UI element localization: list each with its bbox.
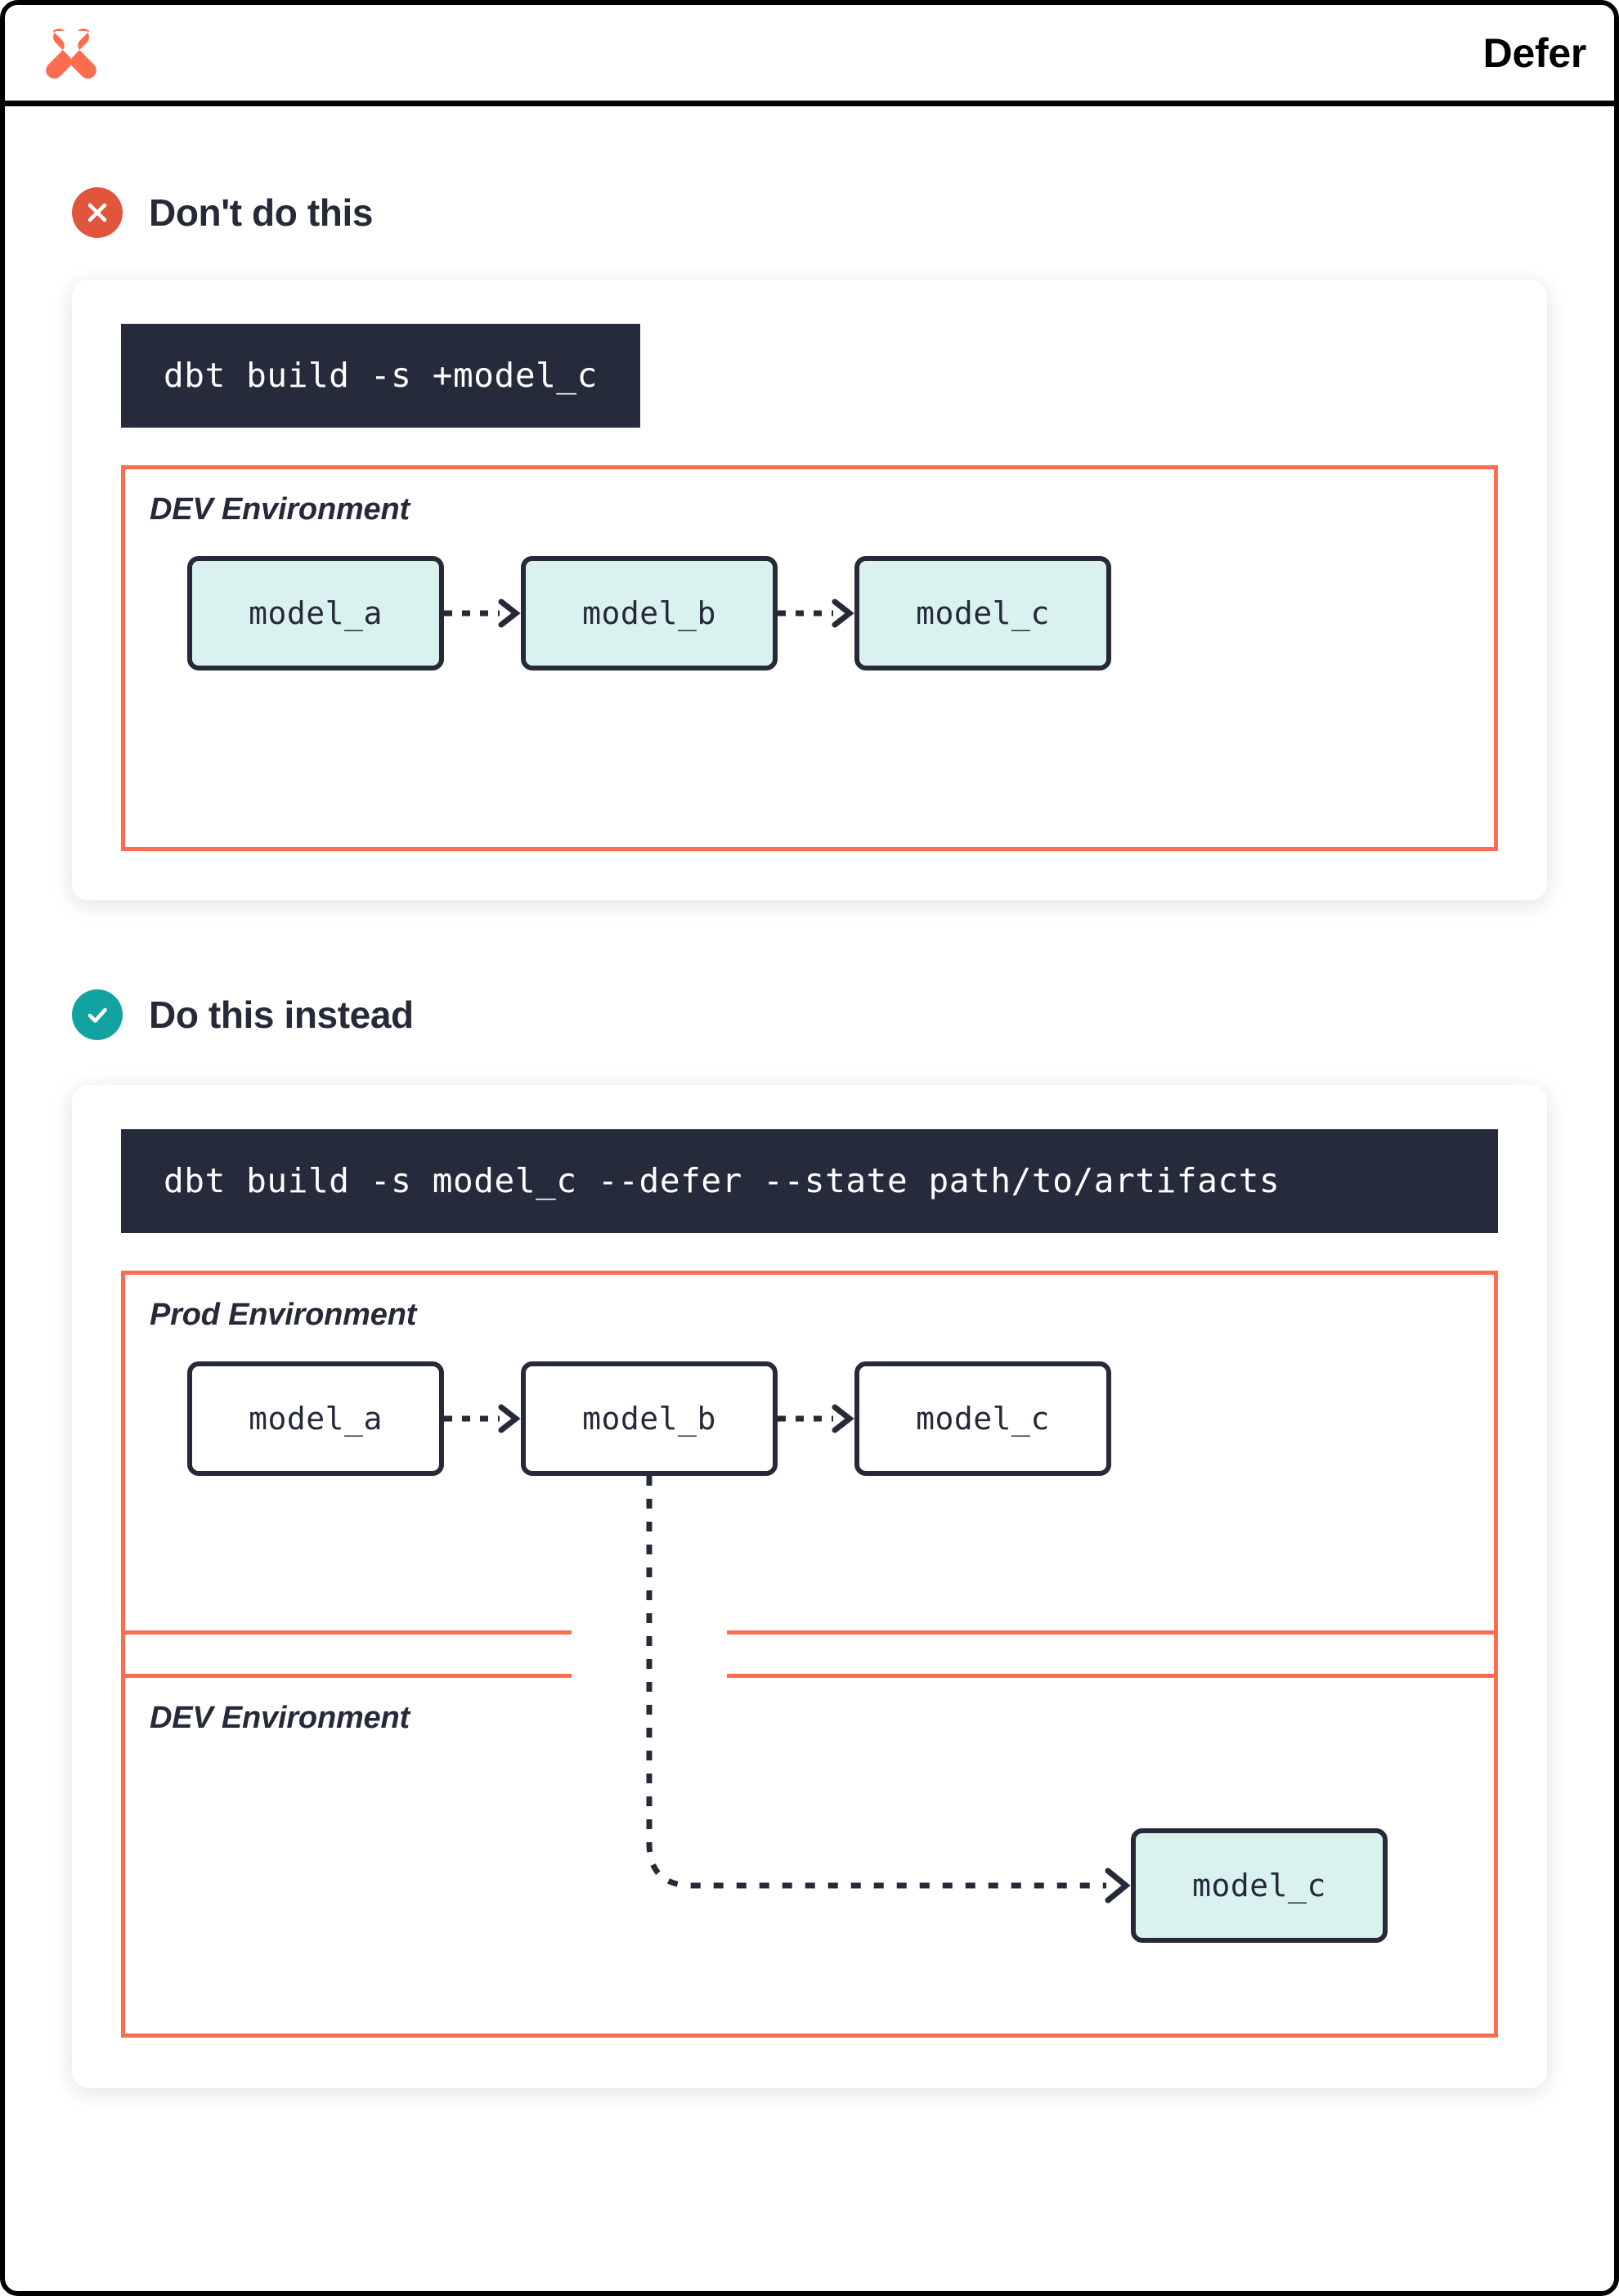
- seam-left-edge: [121, 1630, 125, 1678]
- environment-label-prod: Prod Environment: [150, 1298, 417, 1332]
- environments-group: Prod Environment model_a model_b: [121, 1271, 1498, 2038]
- card-dont: dbt build -s +model_c DEV Environment mo…: [72, 280, 1547, 900]
- section-title-do: Do this instead: [149, 993, 414, 1036]
- page-header: Defer: [5, 5, 1614, 106]
- page-title: Defer: [1482, 29, 1587, 76]
- command-block-do: dbt build -s model_c --defer --state pat…: [121, 1129, 1498, 1233]
- section-heading-dont: Don't do this: [72, 178, 1547, 247]
- environment-prod: Prod Environment model_a model_b: [121, 1271, 1498, 1630]
- command-block-dont: dbt build -s +model_c: [121, 324, 640, 428]
- arrow-b-to-c-icon: [778, 597, 854, 630]
- model-node-prod-a[interactable]: model_a: [187, 1361, 444, 1476]
- environment-label-dev-1: DEV Environment: [150, 492, 410, 527]
- section-title-dont: Don't do this: [149, 191, 374, 234]
- arrow-prod-b-to-c-icon: [778, 1402, 854, 1435]
- check-icon: [72, 989, 123, 1040]
- model-node-a[interactable]: model_a: [187, 556, 444, 670]
- environment-dev-2: DEV Environment model_c: [121, 1678, 1498, 2038]
- node-row-dev-1: model_a model_b mode: [125, 556, 1494, 670]
- model-node-prod-c[interactable]: model_c: [854, 1361, 1111, 1476]
- model-node-b[interactable]: model_b: [521, 556, 778, 670]
- node-row-prod: model_a model_b: [125, 1361, 1494, 1476]
- environment-dev-1: DEV Environment model_a model_b: [121, 465, 1498, 851]
- model-node-dev-c[interactable]: model_c: [1131, 1828, 1388, 1943]
- environment-seam: [121, 1630, 1498, 1678]
- arrow-prod-a-to-b-icon: [444, 1402, 521, 1435]
- seam-right-edge: [1494, 1630, 1498, 1678]
- page-body: Don't do this dbt build -s +model_c DEV …: [5, 106, 1614, 2291]
- seam-prod-bottom-left: [121, 1630, 572, 1635]
- x-icon: [72, 187, 123, 238]
- model-node-prod-b[interactable]: model_b: [521, 1361, 778, 1476]
- seam-dev-top-left: [121, 1674, 572, 1678]
- model-node-c[interactable]: model_c: [854, 556, 1111, 670]
- card-do: dbt build -s model_c --defer --state pat…: [72, 1085, 1547, 2088]
- seam-prod-bottom-right: [727, 1630, 1498, 1635]
- environment-label-dev-2: DEV Environment: [150, 1701, 410, 1735]
- section-heading-do: Do this instead: [72, 980, 1547, 1049]
- dbt-logo-icon: [41, 21, 101, 85]
- arrow-a-to-b-icon: [444, 597, 521, 630]
- seam-dev-top-right: [727, 1674, 1498, 1678]
